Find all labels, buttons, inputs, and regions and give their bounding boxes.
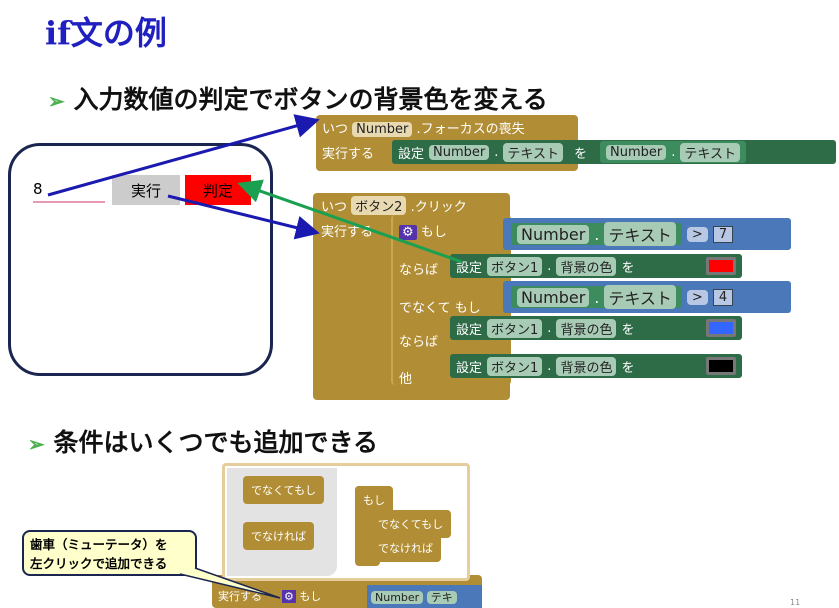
- mutator-else[interactable]: でなければ: [370, 534, 441, 562]
- bullet-arrow-icon: ➢: [48, 89, 65, 113]
- set-bgcolor-blue[interactable]: 設定ボタン1.背景の色を: [450, 316, 742, 340]
- bullet-2: ➢ 条件はいくつでも追加できる: [28, 423, 378, 459]
- mutator-elseif[interactable]: でなくてもし: [370, 510, 452, 538]
- palette-elseif[interactable]: でなくてもし: [243, 476, 325, 504]
- input-underline: [33, 201, 105, 203]
- color-swatch-blue[interactable]: [706, 319, 736, 337]
- color-swatch-black[interactable]: [706, 357, 736, 375]
- gear-mutator-icon[interactable]: ⚙: [282, 590, 296, 603]
- page-number: 11: [790, 598, 801, 607]
- condition-1[interactable]: Number.テキスト >7: [503, 218, 791, 250]
- bullet-arrow-icon: ➢: [28, 432, 45, 456]
- number-input[interactable]: 8: [33, 180, 43, 198]
- set-bgcolor-black[interactable]: 設定ボタン1.背景の色を: [450, 354, 742, 378]
- arrow-run-to-event2: [167, 194, 320, 240]
- color-swatch-red[interactable]: [706, 257, 736, 275]
- mutator-if[interactable]: もし: [355, 486, 393, 514]
- slide-title: if文の例: [45, 14, 167, 52]
- bullet-1: ➢ 入力数値の判定でボタンの背景色を変える: [48, 80, 548, 116]
- gear-mutator-icon[interactable]: ⚙: [399, 225, 417, 240]
- arrow-input-to-event1: [47, 114, 320, 197]
- condition-2[interactable]: Number.テキスト >4: [503, 281, 791, 313]
- palette-else[interactable]: でなければ: [243, 522, 314, 550]
- mutator-popup: でなくてもし でなければ もし でなくてもし でなければ: [222, 463, 470, 581]
- phone-mockup: [8, 143, 273, 376]
- set-bgcolor-red[interactable]: 設定ボタン1.背景の色を: [450, 254, 742, 278]
- callout: 歯車（ミューテータ）を左クリックで追加できる: [22, 530, 197, 576]
- bullet-text: 入力数値の判定でボタンの背景色を変える: [73, 85, 548, 114]
- bullet-text: 条件はいくつでも追加できる: [53, 428, 378, 457]
- run-button[interactable]: 実行: [112, 175, 180, 205]
- arrow-set-to-judge: [237, 179, 463, 264]
